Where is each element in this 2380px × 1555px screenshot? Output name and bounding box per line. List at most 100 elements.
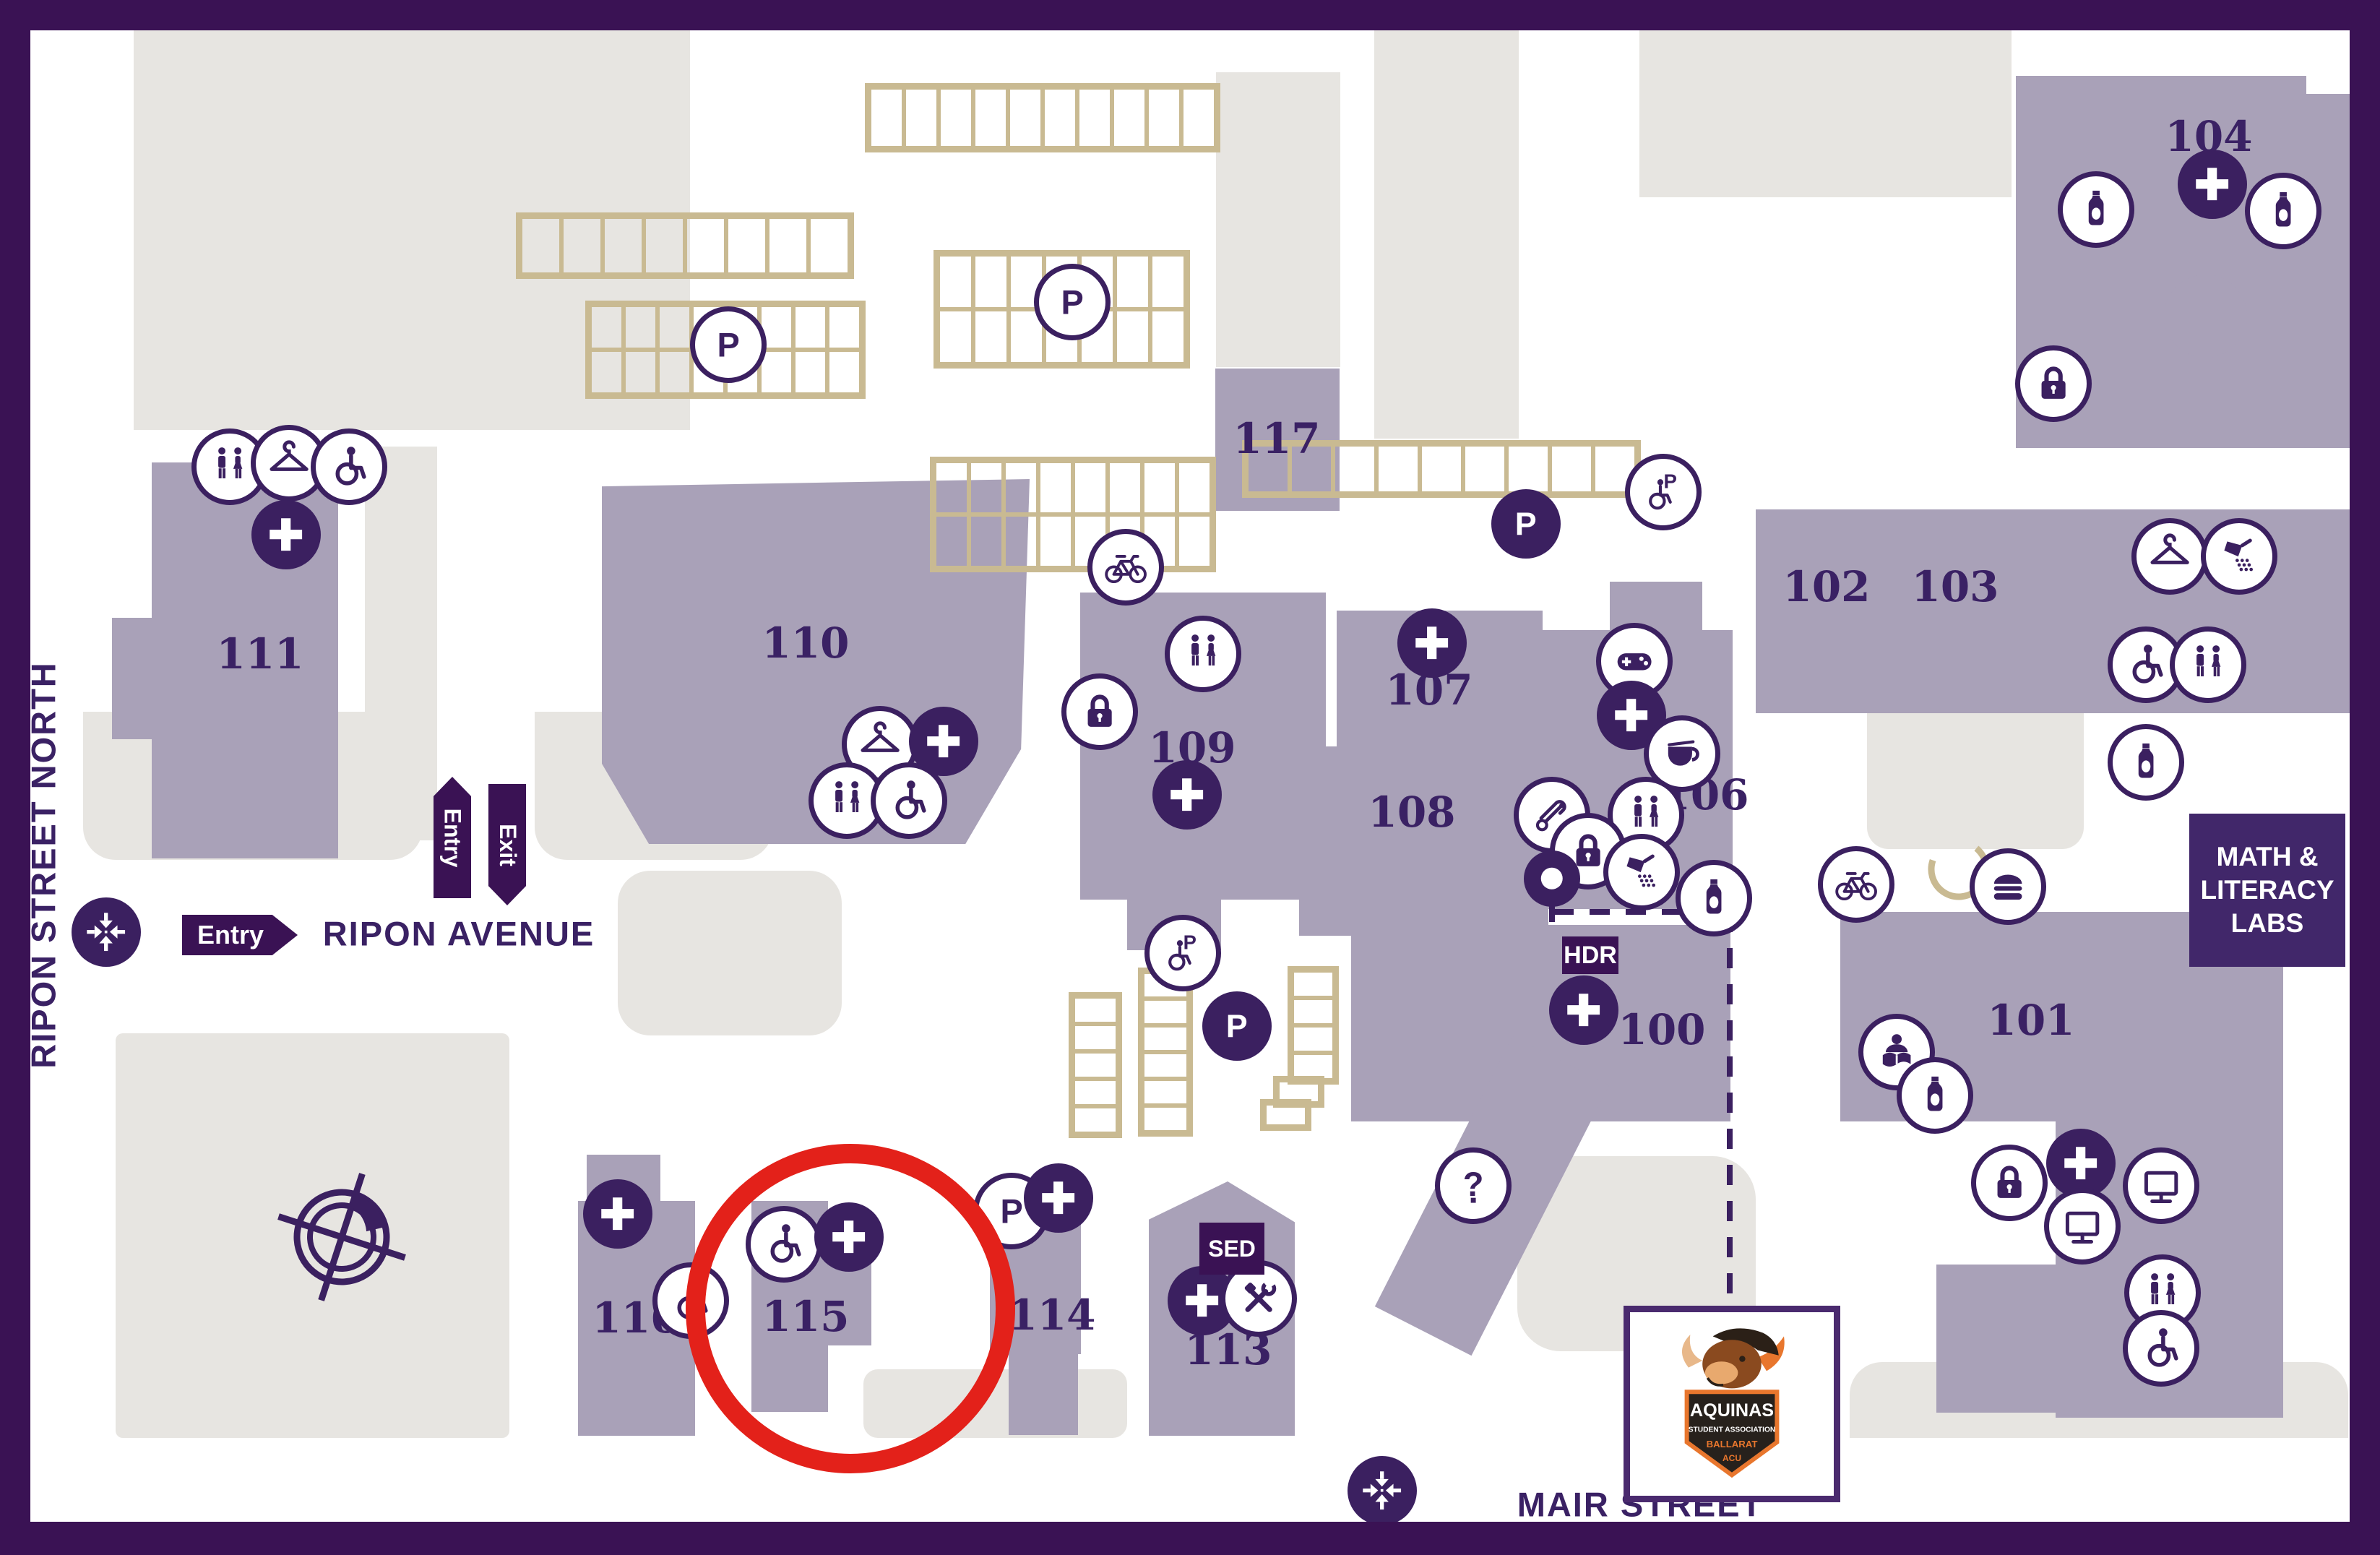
marker-lock[interactable] [1971,1145,2048,1221]
firstaid-icon [1608,692,1654,738]
marker-firstaid[interactable] [251,500,321,569]
marker-parking[interactable] [690,306,767,383]
parking-bay [1115,309,1150,364]
parking-bay [726,217,767,275]
marker-accessible-parking[interactable] [1144,915,1221,991]
parking-bay [1112,87,1147,148]
marker-parking[interactable] [1202,991,1272,1061]
building-label-103: 103 [1911,562,1999,611]
parking-bay [827,350,861,395]
shower-icon [2215,533,2263,580]
parking-lot [1138,968,1193,1137]
marker-lock[interactable] [1061,673,1138,750]
wheelchair-icon [885,777,933,824]
marker-burger[interactable] [1970,848,2046,925]
sed-box: SED [1199,1223,1264,1275]
parking-bay [1420,444,1463,494]
marker-meeting[interactable] [1348,1456,1417,1525]
building-108[interactable] [1221,784,1315,840]
marker-parking[interactable] [1491,489,1561,559]
parking-lot [865,83,1220,152]
lock-icon [1076,688,1124,736]
parking-bay [1073,1106,1118,1134]
marker-accessible-parking[interactable] [1625,454,1702,530]
parking-bay [1142,461,1177,514]
building-114[interactable] [1009,1354,1078,1435]
parking-bay [934,461,969,514]
parking-bay [1150,309,1186,364]
ground-block [1374,20,1519,439]
parking-bay [603,217,644,275]
parking-bay [1333,444,1376,494]
parking-bay [938,309,973,364]
marker-firstaid[interactable] [1024,1163,1093,1233]
marker-shower[interactable] [2201,518,2277,595]
parking-icon [1048,278,1096,326]
firstaid-icon [2189,161,2235,207]
parking-bay [973,87,1008,148]
parking-bay [904,87,939,148]
math-labs-line: MATH & [2216,841,2319,871]
wheelchair-icon [325,443,373,491]
hdr-box: HDR [1562,936,1618,974]
marker-wheelchair[interactable] [871,762,947,839]
marker-bottle[interactable] [1897,1057,1973,1134]
parking-bay [1009,309,1044,364]
marker-firstaid[interactable] [1152,760,1222,830]
marker-parking[interactable] [1034,264,1111,340]
marker-bicycle[interactable] [1087,529,1164,606]
marker-bottle[interactable] [2058,171,2134,248]
marker-wheelchair[interactable] [311,428,387,505]
aquinas-logo: AQUINAS STUDENT ASSOCIATION BALLARAT ACU [1681,1328,1785,1478]
route-dashed-line [1553,909,1730,915]
parking-bay [1290,444,1333,494]
parking-bay [793,305,827,350]
ground-block [134,22,690,430]
parking-bay [520,217,561,275]
route-dashed-line [1727,912,1733,1302]
marker-monitor[interactable] [2044,1188,2121,1265]
marker-meeting[interactable] [72,897,141,967]
parking-bay [1043,87,1077,148]
marker-toilets[interactable] [1165,616,1241,692]
marker-lock[interactable] [2015,345,2092,422]
marker-bicycle[interactable] [1818,846,1894,923]
marker-firstaid[interactable] [1397,608,1467,678]
bottle-icon [1690,874,1738,922]
marker-hanger[interactable] [2131,518,2208,595]
building-104[interactable] [2306,94,2350,448]
marker-coffee[interactable] [1644,715,1720,792]
parking-bay [759,350,793,395]
marker-wheelchair[interactable] [2123,1310,2199,1387]
aquinas-logo-box[interactable]: AQUINAS STUDENT ASSOCIATION BALLARAT ACU [1624,1306,1840,1502]
marker-firstaid[interactable] [2178,150,2247,219]
parking-bay [657,305,691,350]
firstaid-icon [1409,620,1454,665]
parking-bay [1181,87,1216,148]
parking-bay [624,350,657,395]
marker-firstaid[interactable] [583,1179,652,1249]
marker-bottle[interactable] [2245,173,2321,249]
map-frame [0,0,2380,30]
building-101[interactable] [1936,1265,2283,1413]
marker-bottle[interactable] [1676,860,1752,936]
parking-bay [657,350,691,395]
building-117[interactable] [1215,369,1340,511]
logo-subtitle: STUDENT ASSOCIATION [1689,1426,1776,1434]
parking-bay [934,514,969,568]
marker-monitor[interactable] [2123,1147,2199,1224]
marker-pin[interactable] [1524,850,1580,907]
coffee-icon [1658,730,1706,778]
toilets-icon [2184,641,2232,689]
parking-bay [1038,461,1073,514]
building-111[interactable] [112,618,155,739]
marker-question[interactable] [1435,1147,1512,1224]
marker-shower[interactable] [1603,834,1680,910]
marker-bottle[interactable] [2108,724,2184,801]
parking-bay [1150,254,1186,309]
marker-firstaid[interactable] [1549,975,1618,1045]
parking-bay [1073,461,1108,514]
marker-toilets[interactable] [2170,626,2246,703]
ground-block [1639,20,2012,197]
marker-firstaid[interactable] [2046,1129,2116,1198]
